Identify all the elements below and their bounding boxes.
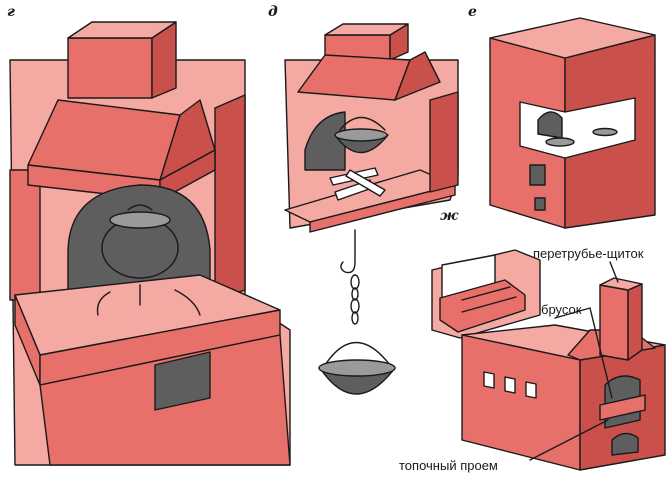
panel-zh-brick-bar [599, 394, 646, 421]
panel-g-chimney-front [67, 37, 153, 99]
panel-e-niche-back [537, 111, 563, 139]
callout-firebox-opening: топочный проем [399, 458, 498, 473]
callout-brick-bar: брусок [541, 302, 582, 317]
panel-letter-e: е [468, 4, 477, 20]
panel-e-burner-right [592, 127, 618, 137]
panel-d-hanging-cauldron [334, 116, 389, 153]
panel-d-hood-side [394, 51, 441, 101]
panel-zh-vent-1 [483, 371, 495, 389]
panel-e-top-face [489, 17, 656, 59]
panel-letter-g: г [7, 4, 15, 20]
panel-d-ledge-edge [309, 184, 456, 233]
panel-g-cauldron-on-tripod [96, 204, 201, 316]
panel-g-chimney-top [67, 21, 177, 39]
panel-zh-vent-2 [504, 376, 516, 394]
callout-smoke-shield: перетрубье-щиток [533, 246, 644, 261]
panel-d-chimney-top [324, 23, 409, 36]
panel-g-stove-with-hood [9, 21, 291, 466]
panel-zh-inset-detail [431, 249, 541, 339]
panel-g-right-wall [214, 94, 246, 301]
panel-e-burner-left [545, 137, 575, 147]
leader-smoke-shield [609, 261, 619, 283]
leader-firebox-opening [529, 419, 609, 461]
cauldron-bail [324, 341, 391, 366]
panel-zh-stove-with-shield [431, 249, 666, 471]
panel-letter-d: д [268, 4, 278, 20]
panel-g-ash-door [154, 351, 211, 411]
hanging-cauldron-on-chain [318, 229, 396, 395]
cauldron-rim [318, 359, 396, 377]
chain-hook [340, 229, 356, 274]
panel-letter-zh: ж [440, 208, 459, 224]
chain-links [350, 274, 360, 325]
panel-zh-vent-3 [525, 381, 537, 399]
panel-e-firebox-door [529, 164, 546, 186]
panel-d-hearth-arch [304, 111, 346, 171]
panel-e-ash-door [534, 197, 546, 211]
panel-d-firewood [329, 167, 386, 201]
panel-d-hood-and-fire [284, 23, 459, 233]
panel-zh-chimney-side [627, 283, 643, 361]
panel-d-side-wall [429, 91, 459, 193]
panel-g-left-wall [9, 169, 41, 301]
panel-zh-chimney-top [599, 277, 643, 291]
panel-zh-ash-opening [611, 432, 639, 456]
panel-e-cube-stove [489, 17, 656, 229]
panel-zh-chimney-front [599, 284, 629, 361]
leader-brick-bar [554, 307, 613, 399]
